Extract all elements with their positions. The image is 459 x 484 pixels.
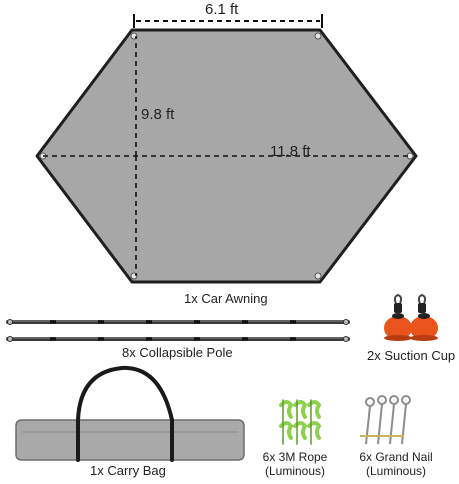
suction-cup-label: 2x Suction Cup (367, 348, 456, 363)
car-awning-image (35, 28, 418, 284)
height-label: 9.8 ft (141, 106, 175, 123)
nail-label: 6x Grand Nail (Luminous) (348, 450, 444, 478)
width-label: 11.8 ft (270, 143, 311, 160)
collapsible-poles-image (6, 319, 350, 342)
nail-label-line2: (Luminous) (365, 464, 427, 478)
collapsible-pole-label: 8x Collapsible Pole (122, 345, 233, 360)
rope-label-line1: 6x 3M Rope (262, 450, 328, 464)
rope-label: 6x 3M Rope (Luminous) (252, 450, 338, 478)
ropes-image (279, 399, 322, 445)
suction-cups-image (384, 293, 438, 341)
nail-label-line1: 6x Grand Nail (359, 450, 433, 464)
rope-label-line2: (Luminous) (264, 464, 326, 478)
carry-bag-image (15, 365, 245, 462)
nails-image (360, 395, 411, 445)
carry-bag-label: 1x Carry Bag (90, 463, 166, 478)
car-awning-label: 1x Car Awning (184, 291, 268, 306)
top-width-marker (133, 14, 323, 28)
top-width-label: 6.1 ft (205, 1, 239, 18)
